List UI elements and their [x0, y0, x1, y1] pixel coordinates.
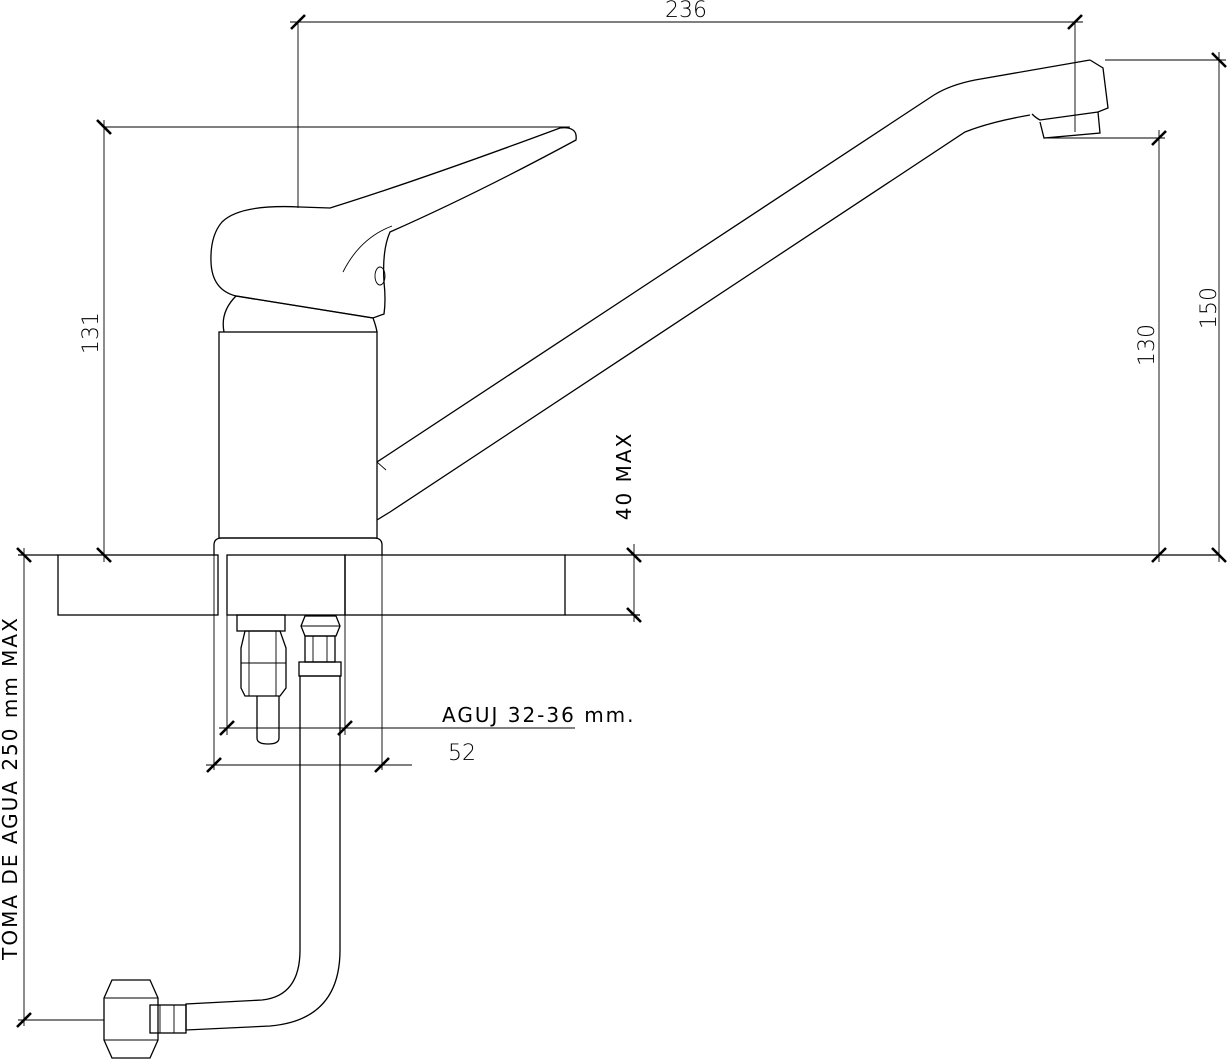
dimension-counter-thickness: 40 MAX	[612, 432, 642, 623]
dim-52-label: 52	[448, 741, 476, 766]
dim-40-max-label: 40 MAX	[612, 432, 636, 520]
dim-130-label: 130	[1135, 324, 1160, 366]
flexible-hose	[103, 615, 342, 1059]
mounting-stud	[236, 614, 287, 745]
countertop-section	[18, 554, 1220, 616]
dim-236-label: 236	[665, 0, 707, 23]
water-inlet-note: TOMA DE AGUA 250 mm MAX	[0, 616, 22, 961]
dimension-hole: AGUJ 32-36 mm.	[219, 615, 636, 736]
dimension-base-diameter: 52	[206, 555, 476, 773]
dimension-overall-reach: 236	[290, 0, 1083, 208]
spout	[376, 59, 1109, 521]
dimension-spout-height: 130	[1045, 130, 1167, 563]
faucet-body	[213, 331, 383, 616]
dim-131-label: 131	[79, 312, 104, 354]
hole-size-note: AGUJ 32-36 mm.	[442, 703, 636, 727]
dim-150-label: 150	[1197, 287, 1222, 329]
lever-handle	[210, 127, 577, 333]
dimension-water-inlet: TOMA DE AGUA 250 mm MAX	[0, 547, 104, 1028]
dimension-total-height: 150	[1105, 52, 1227, 563]
dimension-handle-height: 131	[79, 119, 570, 563]
